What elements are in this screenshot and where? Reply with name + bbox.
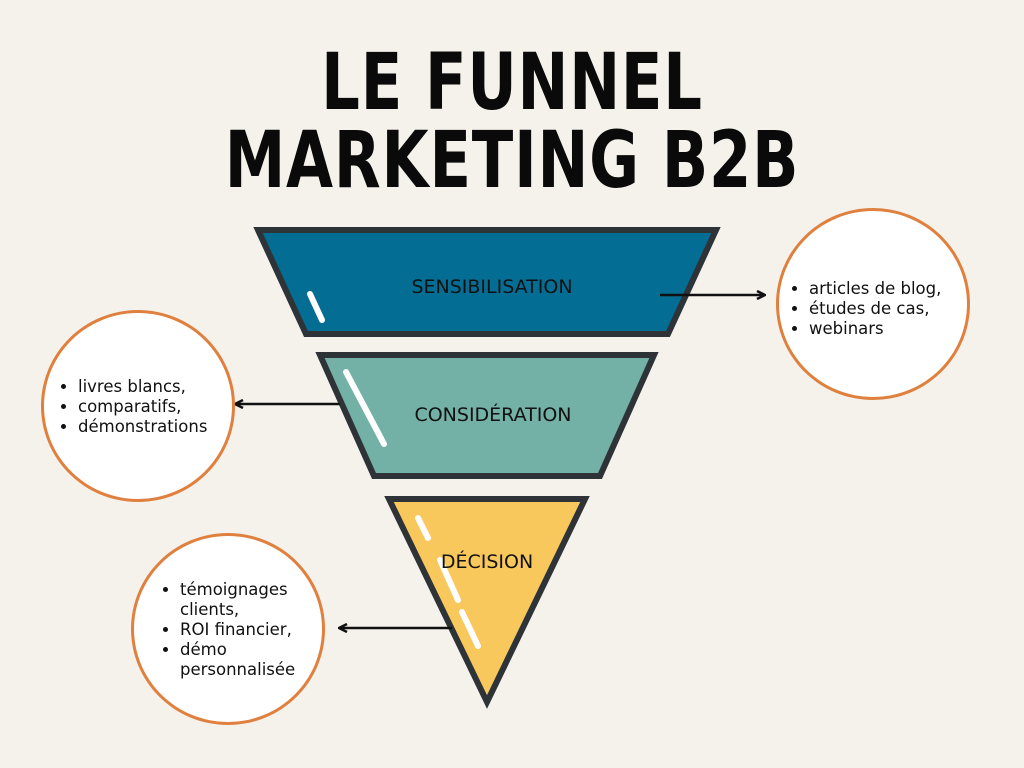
stage-label-decision: DÉCISION [441, 550, 533, 573]
list-item: ROI financier, [180, 620, 330, 640]
highlight-stroke [343, 369, 387, 447]
list-item: études de cas, [809, 299, 989, 319]
list-item: démo personnalisée [180, 640, 330, 680]
list-item: démonstrations [78, 417, 258, 437]
list-item: livres blancs, [78, 377, 258, 397]
list-item: comparatifs, [78, 397, 258, 417]
stage-label-sensibilisation: SENSIBILISATION [411, 276, 572, 298]
list-item: articles de blog, [809, 279, 989, 299]
list-decision: témoignages clients, ROI financier, démo… [158, 580, 330, 680]
list-consideration: livres blancs, comparatifs, démonstratio… [56, 377, 258, 437]
funnel-stage-consideration [315, 352, 659, 479]
bubble-consideration: livres blancs, comparatifs, démonstratio… [41, 310, 235, 502]
stage-label-consideration: CONSIDÉRATION [414, 403, 571, 426]
bubble-decision: témoignages clients, ROI financier, démo… [131, 533, 325, 725]
highlight-stroke [437, 557, 461, 603]
list-sensibilisation: articles de blog, études de cas, webinar… [787, 279, 989, 339]
list-item: témoignages clients, [180, 580, 330, 620]
list-item: webinars [809, 319, 989, 339]
funnel-stage-decision [384, 496, 590, 709]
highlight-stroke [459, 609, 481, 649]
funnel-stage-sensibilisation [253, 227, 721, 337]
page-title: LE FUNNEL MARKETING B2B [224, 38, 800, 206]
bubble-sensibilisation: articles de blog, études de cas, webinar… [776, 208, 970, 400]
highlight-stroke [415, 515, 431, 541]
highlight-stroke [307, 291, 325, 323]
